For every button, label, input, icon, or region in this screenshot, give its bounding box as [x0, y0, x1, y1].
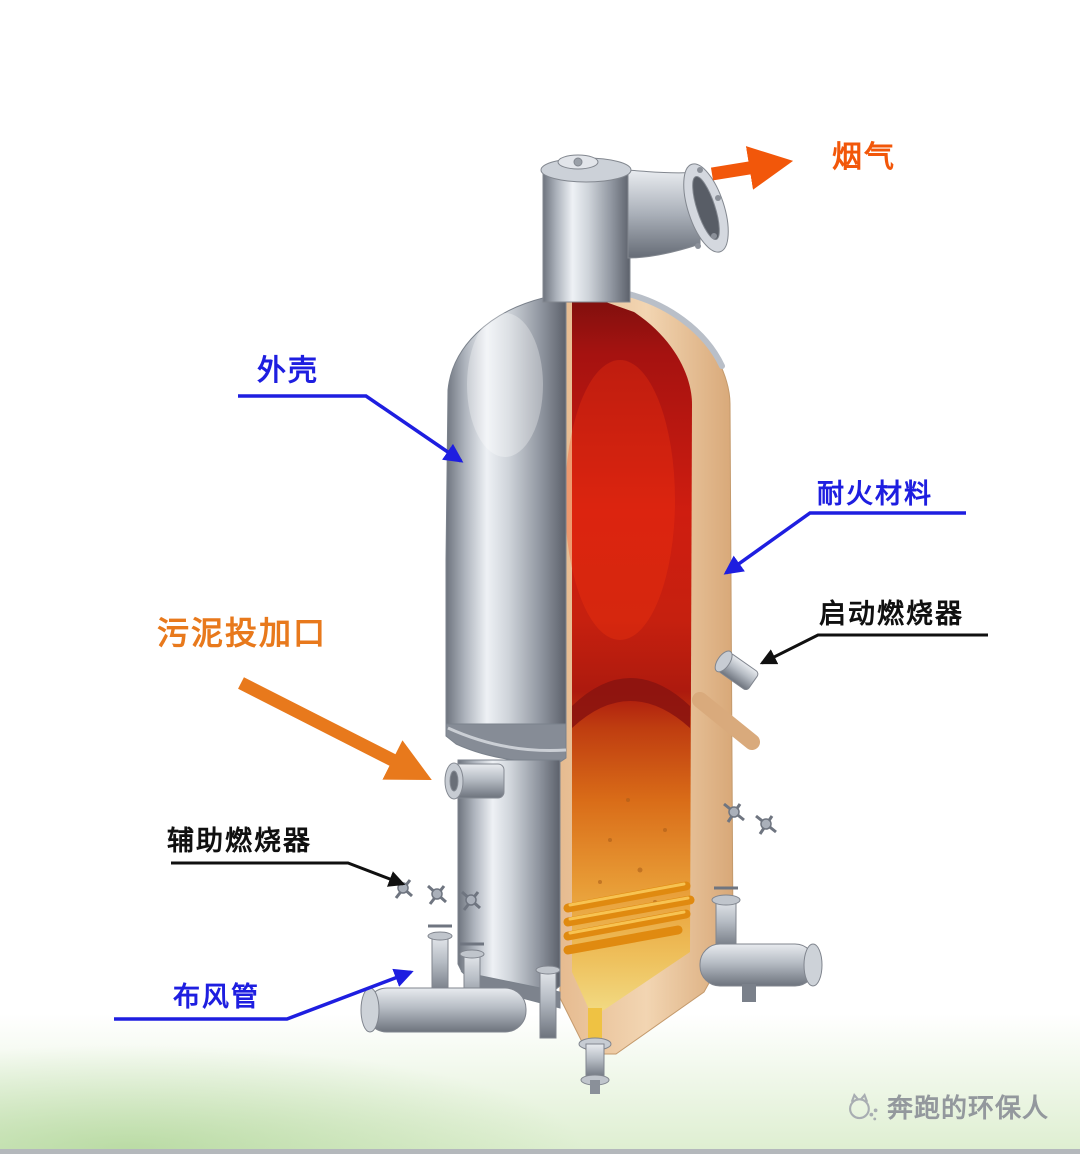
label-outer-shell: 外壳	[257, 355, 320, 387]
flue-gas-arrow	[710, 146, 794, 190]
auxiliary-burner-nozzles	[393, 878, 481, 911]
outer-shell-leader	[238, 394, 464, 463]
startup-burner-port	[692, 650, 760, 750]
right-side-nozzles	[723, 802, 777, 835]
label-startup-burner: 启动燃烧器	[819, 599, 964, 629]
label-flue-gas: 烟气	[832, 141, 896, 174]
flue-gas-outlet-elbow	[540, 154, 729, 303]
label-refractory: 耐火材料	[817, 479, 933, 509]
bottom-discharge-drip	[588, 1008, 602, 1044]
label-air-pipe: 布风管	[173, 982, 260, 1012]
outlet-flange	[683, 163, 729, 253]
watermark-text: 奔跑的环保人	[887, 1093, 1050, 1123]
sludge-feed-port	[444, 762, 505, 800]
watermark: 奔跑的环保人	[845, 1088, 1049, 1125]
furnace-interior	[563, 250, 695, 1044]
sludge-inlet-arrow	[238, 677, 432, 781]
air-pipe-leader	[114, 968, 414, 1021]
label-auxiliary-burner: 辅助燃烧器	[167, 826, 312, 856]
watermark-logo-icon	[849, 1092, 878, 1120]
right-air-header-pipe	[699, 886, 823, 1002]
bottom-edge-bar	[0, 1149, 1080, 1154]
outer-shell-body	[445, 297, 567, 1009]
label-sludge-inlet: 污泥投加口	[157, 615, 328, 651]
air-distribution-tubes	[563, 881, 695, 955]
startup-burner-leader	[759, 633, 988, 665]
refractory-leader	[723, 511, 966, 575]
left-air-header-pipe	[360, 924, 561, 1039]
auxiliary-burner-leader	[171, 861, 406, 887]
bottom-discharge-pipe	[578, 1037, 612, 1094]
